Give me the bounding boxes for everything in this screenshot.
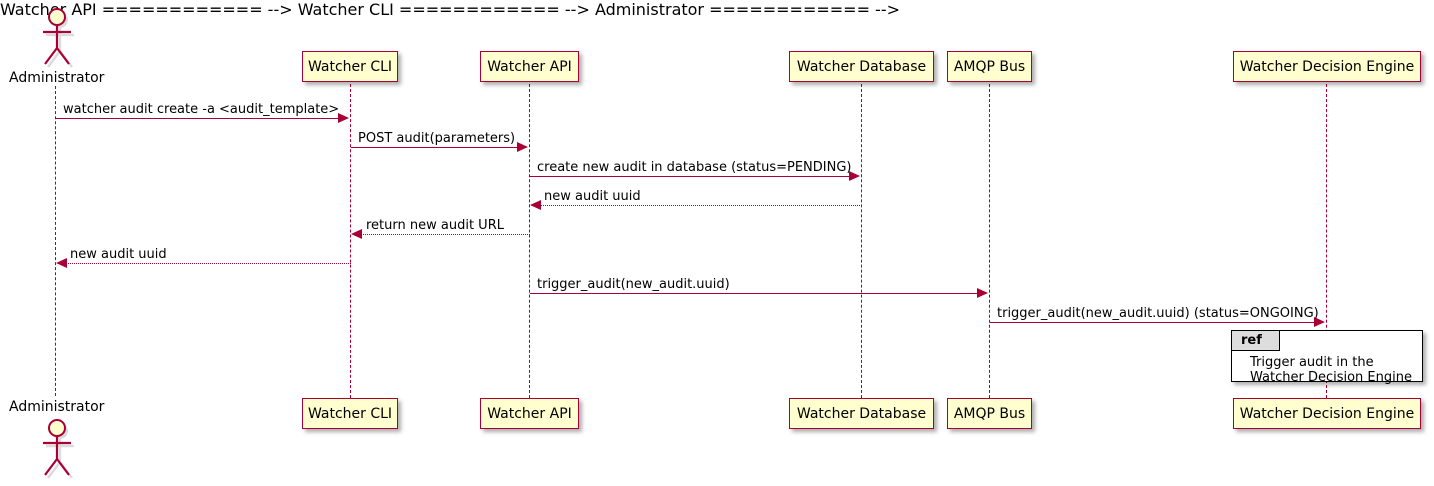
- lifeline-watcher-database: [861, 84, 862, 398]
- message-arrowhead-m6: [56, 258, 67, 268]
- participant-watcher-api-bottom[interactable]: Watcher API: [480, 398, 579, 429]
- message-line-m6: [66, 263, 351, 264]
- actor-administrator-top: [22, 6, 92, 68]
- actor-administrator-bottom: [22, 417, 92, 479]
- lifeline-watcher-cli: [350, 84, 351, 398]
- participant-watcher-api-top[interactable]: Watcher API: [480, 51, 579, 82]
- message-line-m8: [990, 322, 1318, 323]
- message-line-m4: [540, 205, 862, 206]
- participant-amqp-bus-top[interactable]: AMQP Bus: [947, 51, 1032, 82]
- message-label-m7: trigger_audit(new_audit.uuid): [537, 277, 730, 292]
- message-line-m2: [351, 147, 521, 148]
- message-label-m2: POST audit(parameters): [358, 131, 516, 146]
- participant-watcher-decision-engine-bottom[interactable]: Watcher Decision Engine: [1233, 398, 1421, 429]
- participant-watcher-cli-bottom[interactable]: Watcher CLI: [302, 398, 398, 429]
- participant-amqp-bus-bottom[interactable]: AMQP Bus: [947, 398, 1032, 429]
- actor-stick-figure-icon: [43, 8, 74, 68]
- lifeline-watcher-decision-engine: [1326, 84, 1327, 398]
- message-arrowhead-m7: [977, 288, 988, 298]
- message-label-m6: new audit uuid: [70, 247, 167, 262]
- actor-stick-figure-icon: [43, 419, 74, 479]
- message-label-m8: trigger_audit(new_audit.uuid) (status=ON…: [997, 306, 1319, 321]
- message-label-m4: new audit uuid: [544, 189, 641, 204]
- participant-watcher-cli-top[interactable]: Watcher CLI: [302, 51, 398, 82]
- actor-label-administrator-top: Administrator: [9, 70, 105, 86]
- message-arrowhead-m2: [517, 142, 528, 152]
- lifeline-amqp-bus: [989, 84, 990, 398]
- ref-fragment-trigger-audit: ref Trigger audit in the Watcher Decisio…: [1231, 330, 1423, 385]
- message-label-m3: create new audit in database (status=PEN…: [537, 160, 852, 175]
- message-arrowhead-m3: [849, 171, 860, 181]
- message-arrowhead-m4: [530, 200, 541, 210]
- message-label-m1: watcher audit create -a <audit_template>: [63, 102, 340, 117]
- message-line-m1: [56, 118, 342, 119]
- ref-fragment-tab-label: ref: [1232, 331, 1280, 351]
- message-arrowhead-m8: [1314, 317, 1325, 327]
- message-line-m3: [530, 176, 853, 177]
- participant-watcher-database-bottom[interactable]: Watcher Database: [789, 398, 934, 429]
- message-line-m5: [361, 234, 530, 235]
- actor-label-administrator-bottom: Administrator: [9, 399, 105, 415]
- message-line-m7: [530, 293, 981, 294]
- lifeline-administrator: [55, 86, 56, 396]
- ref-fragment-body-text: Trigger audit in the Watcher Decision En…: [1250, 355, 1412, 385]
- message-label-m5: return new audit URL: [366, 218, 504, 233]
- participant-watcher-decision-engine-top[interactable]: Watcher Decision Engine: [1233, 51, 1421, 82]
- message-arrowhead-m5: [351, 229, 362, 239]
- lifeline-watcher-api: [529, 84, 530, 398]
- message-arrowhead-m1: [338, 113, 349, 123]
- participant-watcher-database-top[interactable]: Watcher Database: [789, 51, 934, 82]
